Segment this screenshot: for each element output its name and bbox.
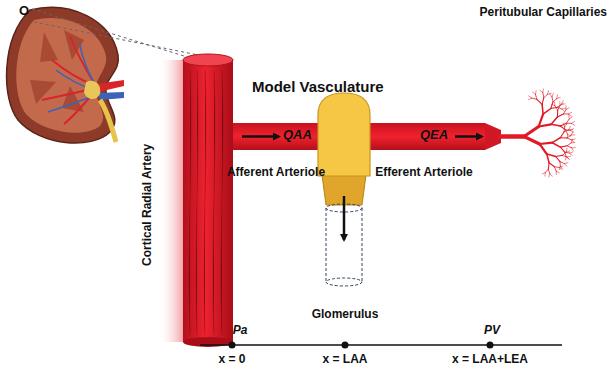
pressure-label: Pa: [233, 324, 248, 338]
afferent-bar: [233, 123, 320, 150]
position-label: x = 0: [218, 353, 245, 367]
part-label: Peritubular Capillaries: [480, 6, 607, 20]
artery-node: Cortical Radial Artery: [183, 60, 233, 342]
capillary-tree: [500, 89, 575, 177]
pressure-label: PV: [484, 324, 500, 338]
vessel-label: Cortical Radial Artery: [141, 144, 155, 266]
part-label: Glomerulus: [312, 308, 379, 322]
arteriole-node: QEAEfferent Arteriole: [368, 123, 485, 150]
diagram-title: Model Vasculature: [252, 78, 384, 95]
kidney-illustration: [7, 7, 124, 143]
position-label: x = LAA+LEA: [452, 353, 528, 367]
position-label: x = LAA: [322, 353, 367, 367]
artery-cylinder: [183, 60, 233, 342]
callout-letter: O: [19, 4, 29, 19]
efferent-bar: [368, 123, 485, 150]
vessel-label: Efferent Arteriole: [375, 166, 473, 180]
arteriole-node: QAAAfferent Arteriole: [233, 123, 320, 150]
glomerulus-shape: [318, 93, 370, 176]
flow-label: QEA: [420, 128, 448, 143]
vessel-label: Afferent Arteriole: [227, 166, 325, 180]
flow-label: QAA: [283, 128, 312, 143]
